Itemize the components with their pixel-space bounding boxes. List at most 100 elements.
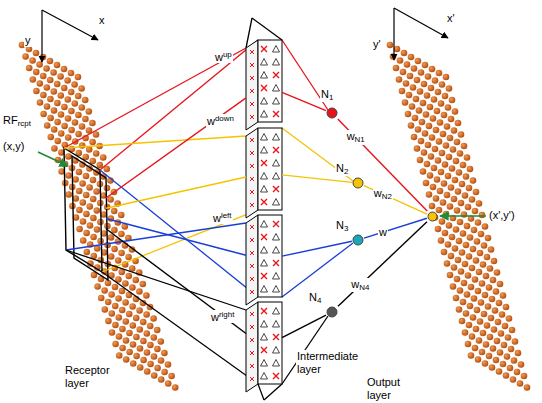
grid-dot (137, 364, 144, 371)
grid-dot (450, 283, 457, 290)
grid-dot (58, 92, 65, 99)
grid-dot (488, 315, 495, 322)
grid-dot (448, 253, 455, 260)
grid-dot (443, 142, 450, 149)
grid-dot (47, 77, 54, 84)
grid-dot (413, 96, 420, 103)
neuron: N3 (352, 234, 364, 246)
grid-dot (108, 253, 115, 260)
grid-dot (444, 192, 451, 199)
grid-dot (129, 284, 136, 291)
grid-dot (459, 249, 466, 256)
grid-dot (480, 330, 487, 337)
weight-plane (246, 40, 282, 130)
grid-dot (421, 81, 428, 88)
grid-dot (477, 318, 484, 325)
weight-label: w (378, 226, 388, 239)
grid-dot (83, 192, 90, 199)
grid-dot (518, 361, 525, 368)
grid-dot (473, 257, 480, 264)
grid-dot (471, 295, 478, 302)
grid-dot (460, 299, 467, 306)
grid-dot (410, 84, 417, 91)
grid-dot (112, 341, 119, 348)
grid-dot (422, 62, 429, 69)
grid-dot (499, 311, 506, 318)
grid-dot (40, 111, 47, 118)
grid-dot (450, 146, 457, 153)
grid-dot (461, 211, 468, 218)
grid-dot (79, 104, 86, 111)
grid-dot (485, 235, 492, 242)
grid-dot (435, 226, 442, 233)
grid-dot (83, 211, 90, 218)
grid-dot (458, 268, 465, 275)
grid-dot (115, 295, 122, 302)
neuron-circle (352, 234, 364, 246)
neuron: N1 (326, 107, 338, 119)
grid-dot (492, 307, 499, 314)
grid-dot (130, 322, 137, 329)
grid-dot (486, 353, 493, 360)
grid-dot (509, 327, 516, 334)
grid-dot (76, 169, 83, 176)
grid-dot (147, 361, 154, 368)
grid-dot (130, 341, 137, 348)
grid-dot (515, 350, 522, 357)
connection-line (282, 241, 352, 256)
grid-dot (112, 284, 119, 291)
grid-dot (424, 161, 431, 168)
grid-dot (40, 92, 47, 99)
grid-dot (514, 369, 521, 376)
grid-dot (482, 360, 489, 367)
output-neuron: (x',y') (427, 211, 438, 222)
grid-dot (453, 295, 460, 302)
grid-dot (154, 346, 161, 353)
grid-dot (452, 177, 459, 184)
grid-dot (68, 70, 75, 77)
connection-line (364, 186, 427, 214)
neuron: N4 (326, 306, 338, 318)
grid-dot (30, 76, 37, 83)
grid-dot (407, 73, 414, 80)
grid-dot (457, 219, 464, 226)
grid-dot (109, 329, 116, 336)
grid-dot (101, 287, 108, 294)
grid-dot (47, 58, 54, 65)
grid-dot (87, 222, 94, 229)
node-label: (x',y') (488, 209, 516, 222)
grid-dot (158, 338, 165, 345)
grid-dot (64, 77, 71, 84)
grid-dot (425, 73, 432, 80)
grid-dot (143, 311, 150, 318)
grid-dot (394, 46, 401, 53)
grid-dot (411, 65, 418, 72)
grid-dot (133, 315, 140, 322)
grid-dot (427, 172, 434, 179)
grid-dot (104, 185, 111, 192)
grid-dot (418, 138, 425, 145)
grid-dot (510, 376, 517, 383)
grid-dot (475, 356, 482, 363)
grid-dot (29, 57, 36, 64)
weight-label: wN4 (350, 278, 370, 292)
grid-dot (397, 57, 404, 64)
grid-dot (430, 184, 437, 191)
grid-dot (51, 107, 58, 114)
neuron-circle (326, 107, 338, 119)
grid-dot (491, 326, 498, 333)
grid-dot (493, 357, 500, 364)
grid-dot (494, 338, 501, 345)
grid-dot (460, 230, 467, 237)
grid-dot (396, 76, 403, 83)
weight-plane (246, 215, 282, 305)
weight-plane: wleft (246, 215, 282, 305)
grid-dot (456, 169, 463, 176)
grid-dot (474, 238, 481, 245)
grid-dot (476, 200, 483, 207)
grid-dot (419, 119, 426, 126)
grid-dot (483, 341, 490, 348)
grid-dot (72, 119, 79, 126)
grid-dot (54, 81, 61, 88)
grid-dot (408, 54, 415, 61)
